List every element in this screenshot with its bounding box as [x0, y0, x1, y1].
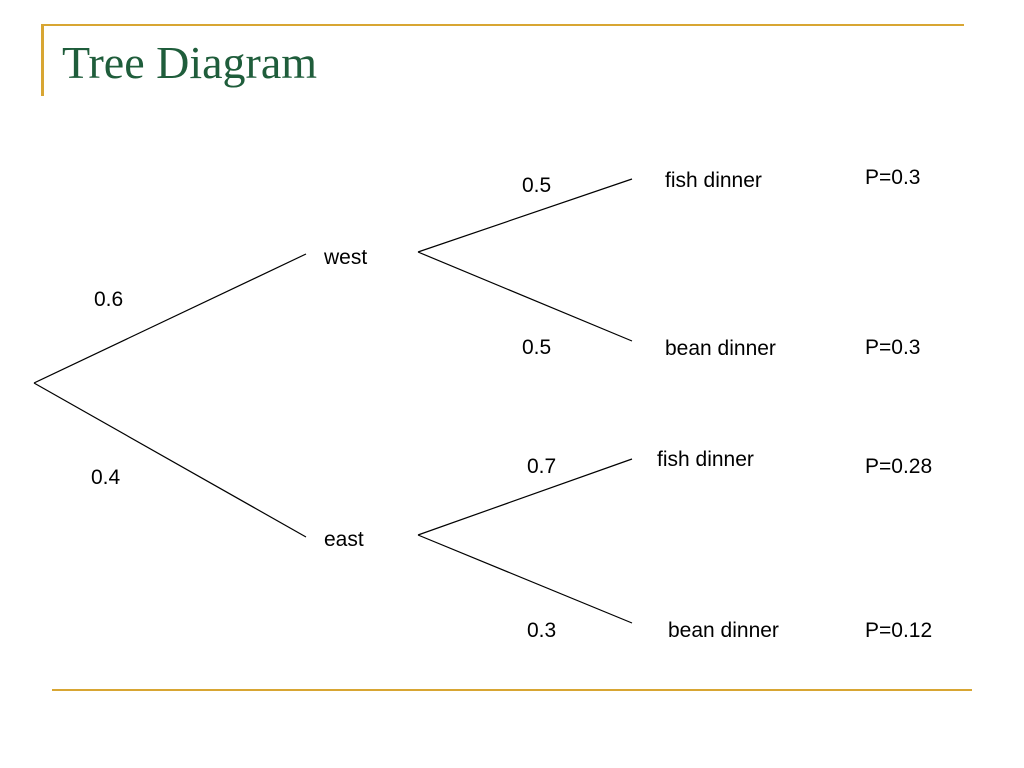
title-accent-rule-left: [41, 24, 44, 96]
prob-west-bean: 0.5: [522, 336, 552, 359]
node-west: west: [324, 246, 368, 269]
node-east-fish: fish dinner: [657, 448, 754, 471]
node-west-fish: fish dinner: [665, 169, 762, 192]
outcome-west-bean: P=0.3: [865, 336, 921, 359]
prob-west-fish: 0.5: [522, 174, 552, 197]
prob-root-east: 0.4: [91, 466, 121, 489]
title-accent-rule-top: [41, 24, 964, 26]
outcome-east-fish: P=0.28: [865, 455, 933, 478]
node-east-bean: bean dinner: [668, 619, 779, 642]
edge-east-fish: [417, 458, 633, 536]
prob-east-bean: 0.3: [527, 619, 557, 642]
edge-root-east: [33, 382, 307, 538]
edge-west-fish: [417, 178, 633, 253]
edge-east-bean: [417, 534, 633, 624]
outcome-east-bean: P=0.12: [865, 619, 933, 642]
footer-accent-rule: [52, 689, 972, 691]
edge-root-west: [33, 253, 307, 384]
node-east: east: [324, 528, 364, 551]
prob-root-west: 0.6: [94, 288, 124, 311]
node-west-bean: bean dinner: [665, 337, 776, 360]
prob-east-fish: 0.7: [527, 455, 557, 478]
edge-west-bean: [417, 251, 633, 342]
outcome-west-fish: P=0.3: [865, 166, 921, 189]
slide-title: Tree Diagram: [62, 37, 318, 88]
